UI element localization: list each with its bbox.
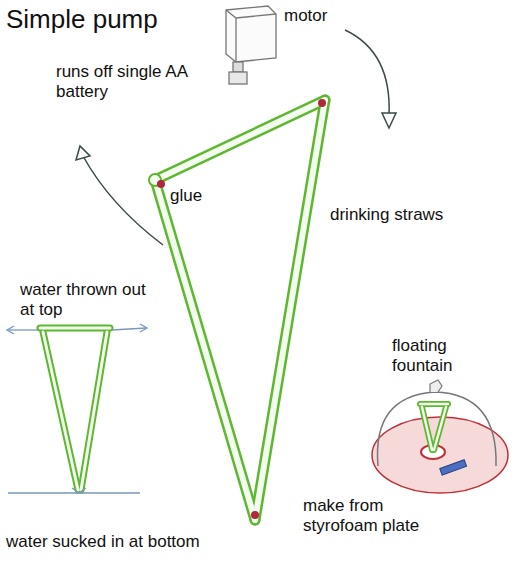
note-label: make from styrofoam plate [303, 496, 428, 536]
diagram-title: Simple pump [6, 4, 158, 34]
part-label: motor [284, 6, 364, 26]
motor-drawing [226, 6, 276, 84]
part-label: glue [170, 186, 220, 206]
water-arrow [7, 324, 147, 493]
part-label: drinking straws [330, 205, 480, 225]
part-label: floating fountain [392, 336, 472, 376]
small-pump [40, 328, 110, 490]
note-label: water sucked in at bottom [6, 532, 266, 552]
glue-dot [157, 99, 326, 519]
straw-triangle [149, 100, 325, 520]
floating-fountain [372, 380, 508, 493]
note-label: water thrown out at top [20, 280, 150, 320]
note-label: runs off single AA battery [56, 62, 191, 102]
